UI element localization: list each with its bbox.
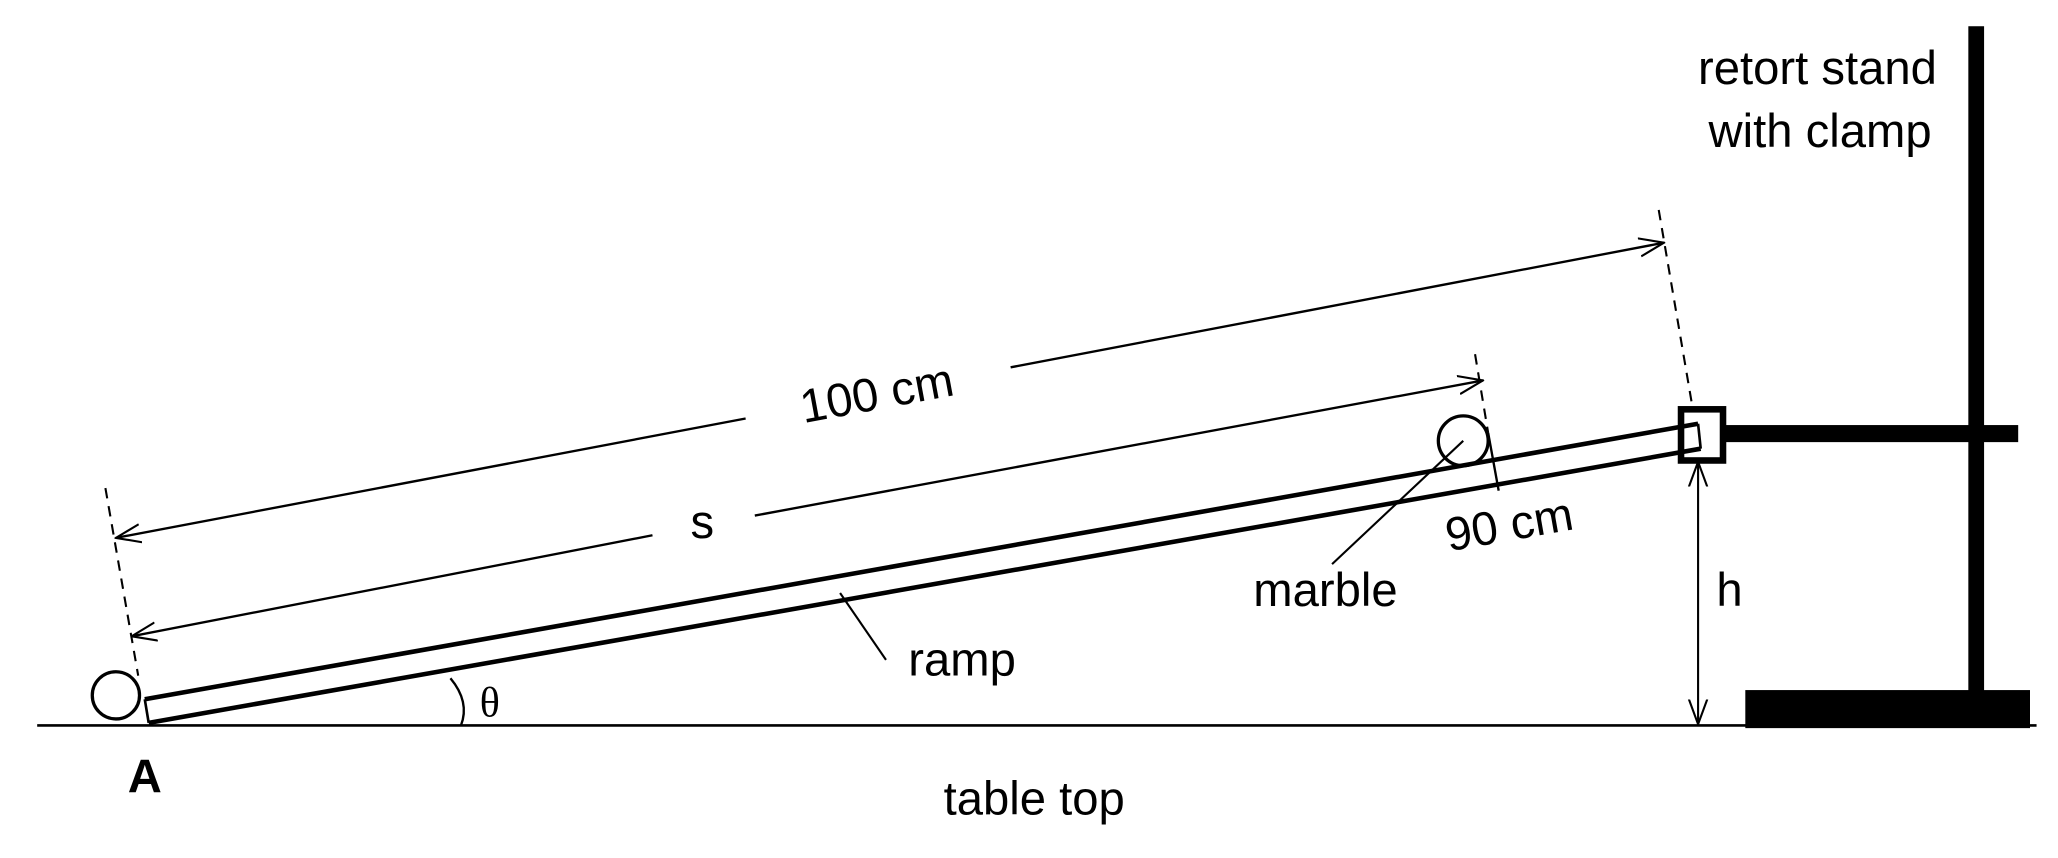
angle-arc: [449, 677, 465, 726]
marble-at-a: [90, 670, 142, 721]
retort-stand: [1677, 26, 2030, 729]
extension-lines: [104, 209, 1694, 676]
marble-on-ramp: [1436, 414, 1490, 468]
label-marble: marble: [1253, 564, 1397, 617]
label-point-a: A: [128, 750, 162, 803]
marble-leader: [1331, 440, 1464, 565]
label-90cm: 90 cm: [1441, 488, 1577, 563]
label-h: h: [1716, 564, 1742, 617]
label-table-top: table top: [944, 773, 1125, 826]
ramp: [143, 421, 1703, 726]
dimension-100cm: [116, 243, 1664, 538]
label-100cm: 100 cm: [796, 354, 958, 434]
label-retort-stand: retort stand: [1698, 42, 1937, 95]
label-theta: θ: [480, 680, 500, 726]
stand-base: [1745, 690, 2030, 729]
label-with-clamp: with clamp: [1708, 105, 1932, 158]
label-ramp: ramp: [908, 634, 1016, 687]
dimension-s: [132, 380, 1483, 636]
ramp-leader: [839, 592, 887, 661]
clamp-arm: [1719, 425, 2019, 443]
label-s: s: [691, 496, 715, 549]
stand-pole: [1968, 26, 1985, 693]
